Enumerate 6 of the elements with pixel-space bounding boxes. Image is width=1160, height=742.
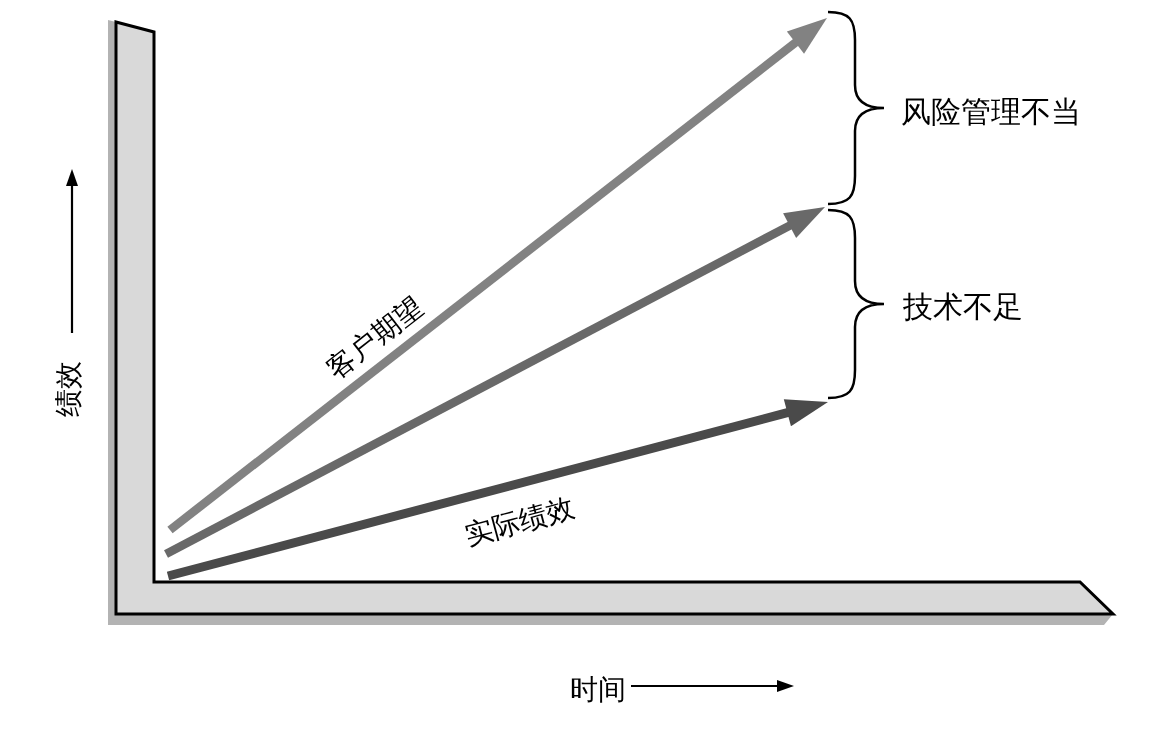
brace-label: 技术不足	[903, 292, 1023, 322]
brace-label: 风险管理不当	[901, 97, 1081, 127]
arrow-label: 实际绩效	[462, 494, 578, 550]
arrow-label: 客户期望	[322, 292, 428, 384]
axis-label: 时间	[570, 676, 626, 704]
axis-label: 绩效	[55, 361, 83, 417]
